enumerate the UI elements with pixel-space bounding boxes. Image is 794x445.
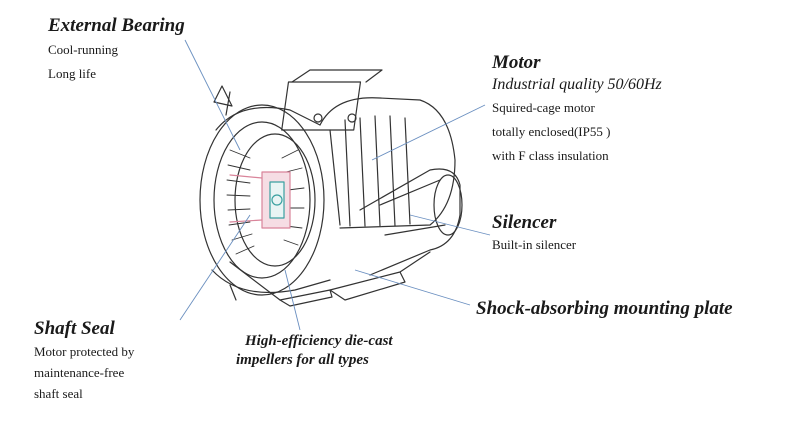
- silencer-line: Built-in silencer: [492, 237, 577, 252]
- silencer-notes: Built-in silencer: [492, 233, 576, 257]
- shaft-seal-line: maintenance-free: [34, 365, 125, 380]
- external-bearing-title: External Bearing: [48, 15, 185, 36]
- external-bearing-line: Cool-running: [48, 42, 119, 57]
- blower-housing: [199, 85, 331, 301]
- motor-line: with F class insulation: [492, 148, 609, 163]
- motor-line: totally enclosed(IP55 ): [492, 124, 611, 139]
- impellers-line-1: High-efficiency die-cast: [245, 333, 393, 349]
- shaft-seal-line: Motor protected by: [34, 344, 135, 359]
- motor-line: Squired-cage motor: [492, 100, 595, 115]
- leader-lines: [179, 39, 491, 331]
- motor-notes: Squired-cage motor totally enclosed(IP55…: [492, 96, 610, 168]
- shaft-seal-notes: Motor protected by maintenance-free shaf…: [34, 341, 134, 404]
- shaft-seal-line: shaft seal: [34, 386, 83, 401]
- motor-subtitle: Industrial quality 50/60Hz: [492, 76, 662, 93]
- motor-title: Motor: [492, 52, 541, 73]
- shaft-seal-title: Shaft Seal: [34, 318, 115, 339]
- silencer-title: Silencer: [492, 212, 557, 233]
- silencer-part: [359, 168, 463, 276]
- mounting-plate-part: [229, 251, 431, 307]
- shaft-seal-part: [229, 171, 291, 229]
- motor-body: [281, 69, 456, 229]
- impellers-line-2: impellers for all types: [236, 352, 369, 368]
- mounting-plate-title: Shock-absorbing mounting plate: [476, 298, 733, 319]
- external-bearing-notes: Cool-running Long life: [48, 38, 118, 86]
- external-bearing-line: Long life: [48, 66, 97, 81]
